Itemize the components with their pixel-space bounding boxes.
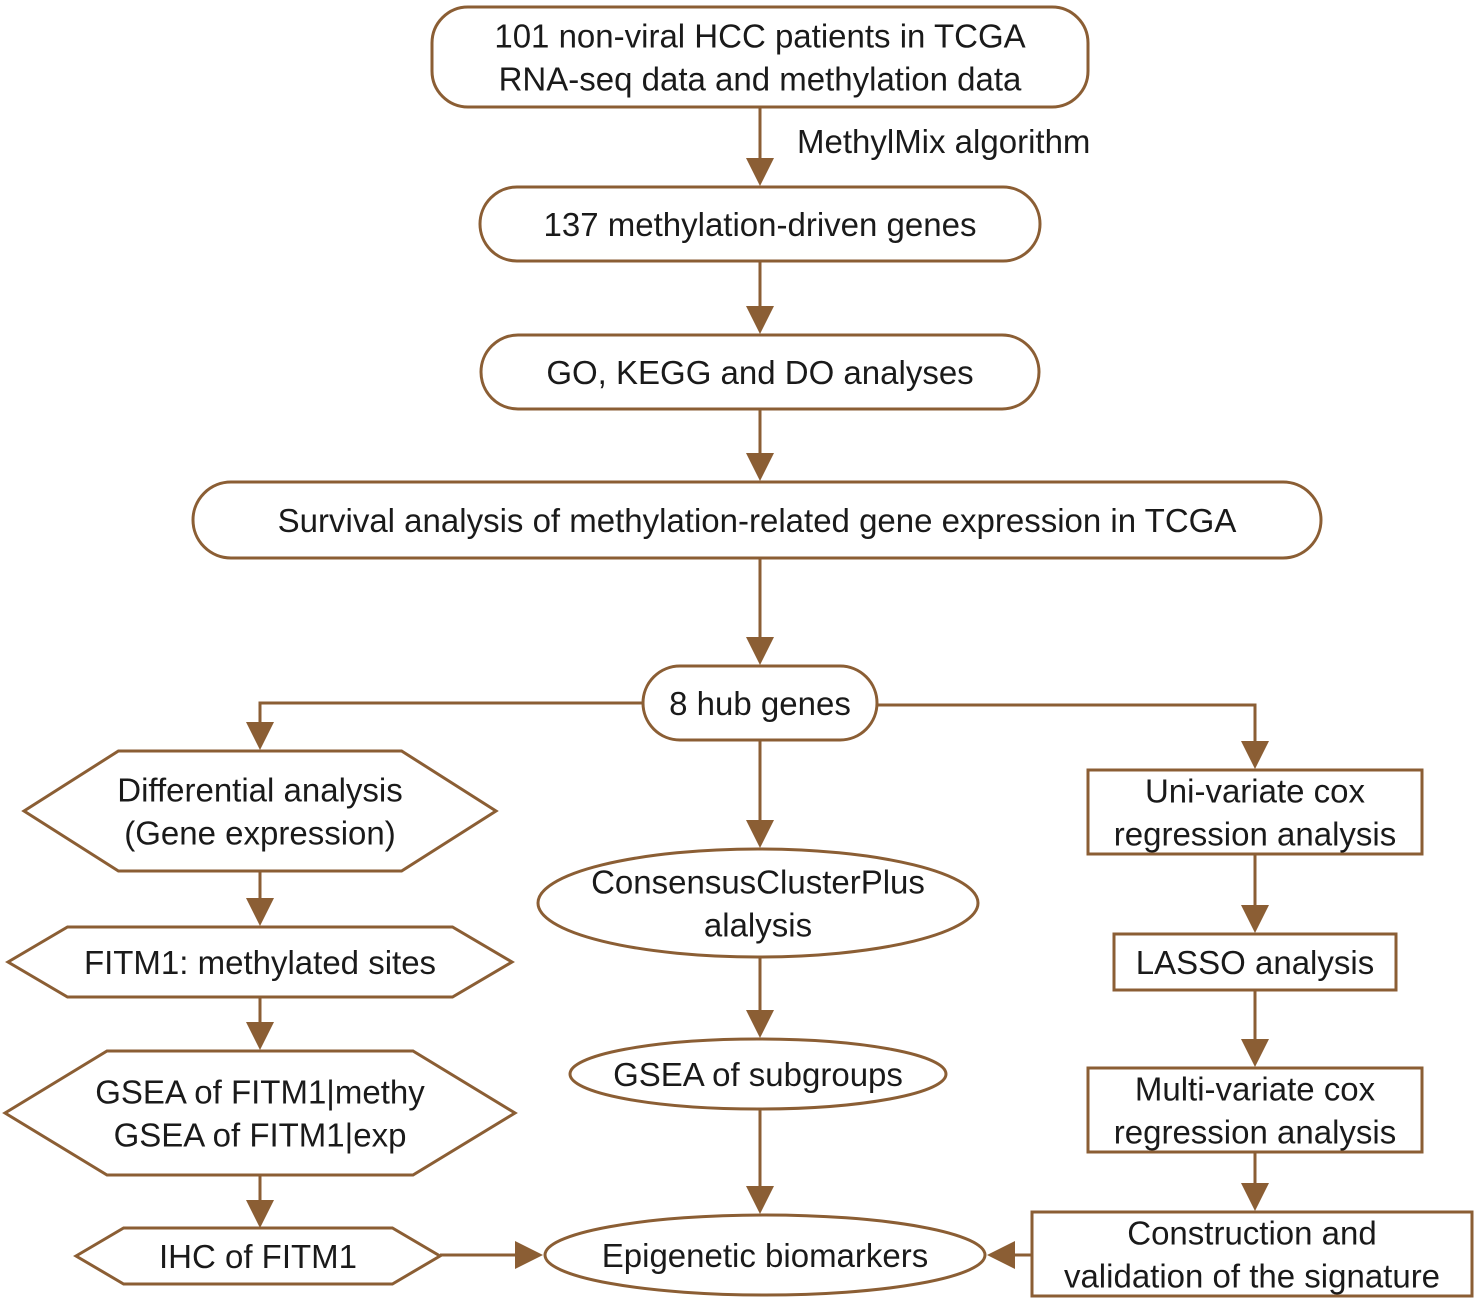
node-label: alalysis — [704, 907, 812, 944]
arrowhead — [246, 1022, 274, 1050]
edge-lasso-to-multivariate — [1241, 990, 1269, 1067]
node-methylation_genes: 137 methylation-driven genes — [478, 185, 1042, 263]
node-enrichment: GO, KEGG and DO analyses — [479, 333, 1041, 411]
node-fitm1_sites: FITM1: methylated sites — [5, 925, 515, 999]
node-pill-shape — [641, 664, 879, 742]
edge-hub_genes-to-univariate — [877, 703, 1269, 769]
edge-label: MethylMix algorithm — [797, 123, 1090, 160]
arrowhead — [515, 1241, 543, 1269]
node-label: GSEA of FITM1|exp — [114, 1117, 407, 1154]
arrowhead — [1241, 1039, 1269, 1067]
arrowhead — [746, 306, 774, 334]
edge-tcga_data-to-methylation_genes: MethylMix algorithm — [746, 107, 1090, 186]
arrowhead — [746, 453, 774, 481]
node-hub_genes: 8 hub genes — [641, 664, 879, 742]
node-multivariate: Multi-variate cox regression analysis — [1086, 1066, 1424, 1154]
node-label: regression analysis — [1114, 816, 1396, 853]
node-hexagon-shape — [5, 925, 515, 999]
node-label: Multi-variate cox — [1135, 1071, 1376, 1108]
arrowhead — [746, 1186, 774, 1214]
edges: MethylMix algorithm — [246, 107, 1269, 1269]
node-label: Construction and — [1127, 1215, 1376, 1252]
node-pill-shape — [478, 185, 1042, 263]
edge-gsea_fitm1-to-ihc — [246, 1175, 274, 1228]
arrowhead — [1241, 1183, 1269, 1211]
node-label: LASSO analysis — [1136, 944, 1374, 981]
edge-hub_genes-to-consensus — [746, 740, 774, 848]
node-label: 101 non-viral HCC patients in TCGA — [494, 18, 1025, 55]
arrowhead — [746, 820, 774, 848]
edge-differential-to-fitm1_sites — [246, 871, 274, 926]
node-label: GO, KEGG and DO analyses — [546, 354, 973, 391]
node-label: GSEA of FITM1|methy — [95, 1074, 425, 1111]
node-differential: Differential analysis (Gene expression) — [21, 749, 499, 873]
edge-signature-to-biomarkers — [987, 1241, 1031, 1269]
node-label: GSEA of subgroups — [613, 1056, 903, 1093]
arrowhead — [246, 1200, 274, 1228]
node-hexagon-shape — [73, 1226, 443, 1286]
arrowhead — [246, 722, 274, 750]
arrowhead — [246, 898, 274, 926]
edge-consensus-to-gsea_subgroups — [746, 957, 774, 1038]
node-survival: Survival analysis of methylation-related… — [191, 480, 1323, 560]
arrowhead — [746, 1010, 774, 1038]
node-univariate: Uni-variate cox regression analysis — [1086, 768, 1424, 856]
edge-ihc-to-biomarkers — [440, 1241, 543, 1269]
node-label: Differential analysis — [117, 772, 403, 809]
edge-hub_genes-to-differential — [246, 701, 643, 750]
edge-line — [258, 701, 643, 722]
node-ellipse-shape — [543, 1213, 987, 1297]
arrowhead — [746, 637, 774, 665]
arrowhead — [987, 1241, 1015, 1269]
node-biomarkers: Epigenetic biomarkers — [543, 1213, 987, 1297]
edge-methylation_genes-to-enrichment — [746, 261, 774, 334]
node-tcga_data: 101 non-viral HCC patients in TCGA RNA-se… — [430, 5, 1090, 109]
edge-fitm1_sites-to-gsea_fitm1 — [246, 997, 274, 1050]
node-label: 137 methylation-driven genes — [544, 206, 977, 243]
node-rounded-rect-shape — [430, 5, 1090, 109]
node-rect-shape — [1030, 1210, 1474, 1298]
arrowhead — [746, 158, 774, 186]
node-hexagon-shape — [21, 749, 499, 873]
node-label: 8 hub genes — [669, 685, 851, 722]
node-lasso: LASSO analysis — [1112, 932, 1398, 992]
node-gsea_subgroups: GSEA of subgroups — [568, 1037, 948, 1111]
node-label: FITM1: methylated sites — [84, 944, 436, 981]
node-label: (Gene expression) — [124, 815, 395, 852]
node-consensus: ConsensusClusterPlus alalysis — [536, 847, 980, 959]
node-signature: Construction and validation of the signat… — [1030, 1210, 1474, 1298]
node-label: IHC of FITM1 — [159, 1238, 357, 1275]
edge-gsea_subgroups-to-biomarkers — [746, 1109, 774, 1214]
node-rect-shape — [1112, 932, 1398, 992]
node-pill-shape — [479, 333, 1041, 411]
edge-survival-to-hub_genes — [746, 558, 774, 665]
edge-line — [877, 703, 1257, 741]
node-ihc: IHC of FITM1 — [73, 1226, 443, 1286]
node-label: validation of the signature — [1064, 1258, 1440, 1295]
node-rect-shape — [1086, 768, 1424, 856]
node-hexagon-shape — [2, 1049, 518, 1177]
nodes: 101 non-viral HCC patients in TCGA RNA-se… — [2, 5, 1474, 1298]
edge-enrichment-to-survival — [746, 409, 774, 481]
node-label: regression analysis — [1114, 1114, 1396, 1151]
node-label: Survival analysis of methylation-related… — [278, 502, 1237, 539]
node-label: Uni-variate cox — [1145, 773, 1366, 810]
arrowhead — [1241, 905, 1269, 933]
edge-multivariate-to-signature — [1241, 1152, 1269, 1211]
node-pill-shape — [191, 480, 1323, 560]
node-ellipse-shape — [568, 1037, 948, 1111]
arrowhead — [1241, 741, 1269, 769]
node-label: Epigenetic biomarkers — [602, 1237, 929, 1274]
node-ellipse-shape — [536, 847, 980, 959]
node-rect-shape — [1086, 1066, 1424, 1154]
edge-univariate-to-lasso — [1241, 854, 1269, 933]
node-label: ConsensusClusterPlus — [591, 864, 925, 901]
node-label: RNA-seq data and methylation data — [499, 61, 1022, 98]
